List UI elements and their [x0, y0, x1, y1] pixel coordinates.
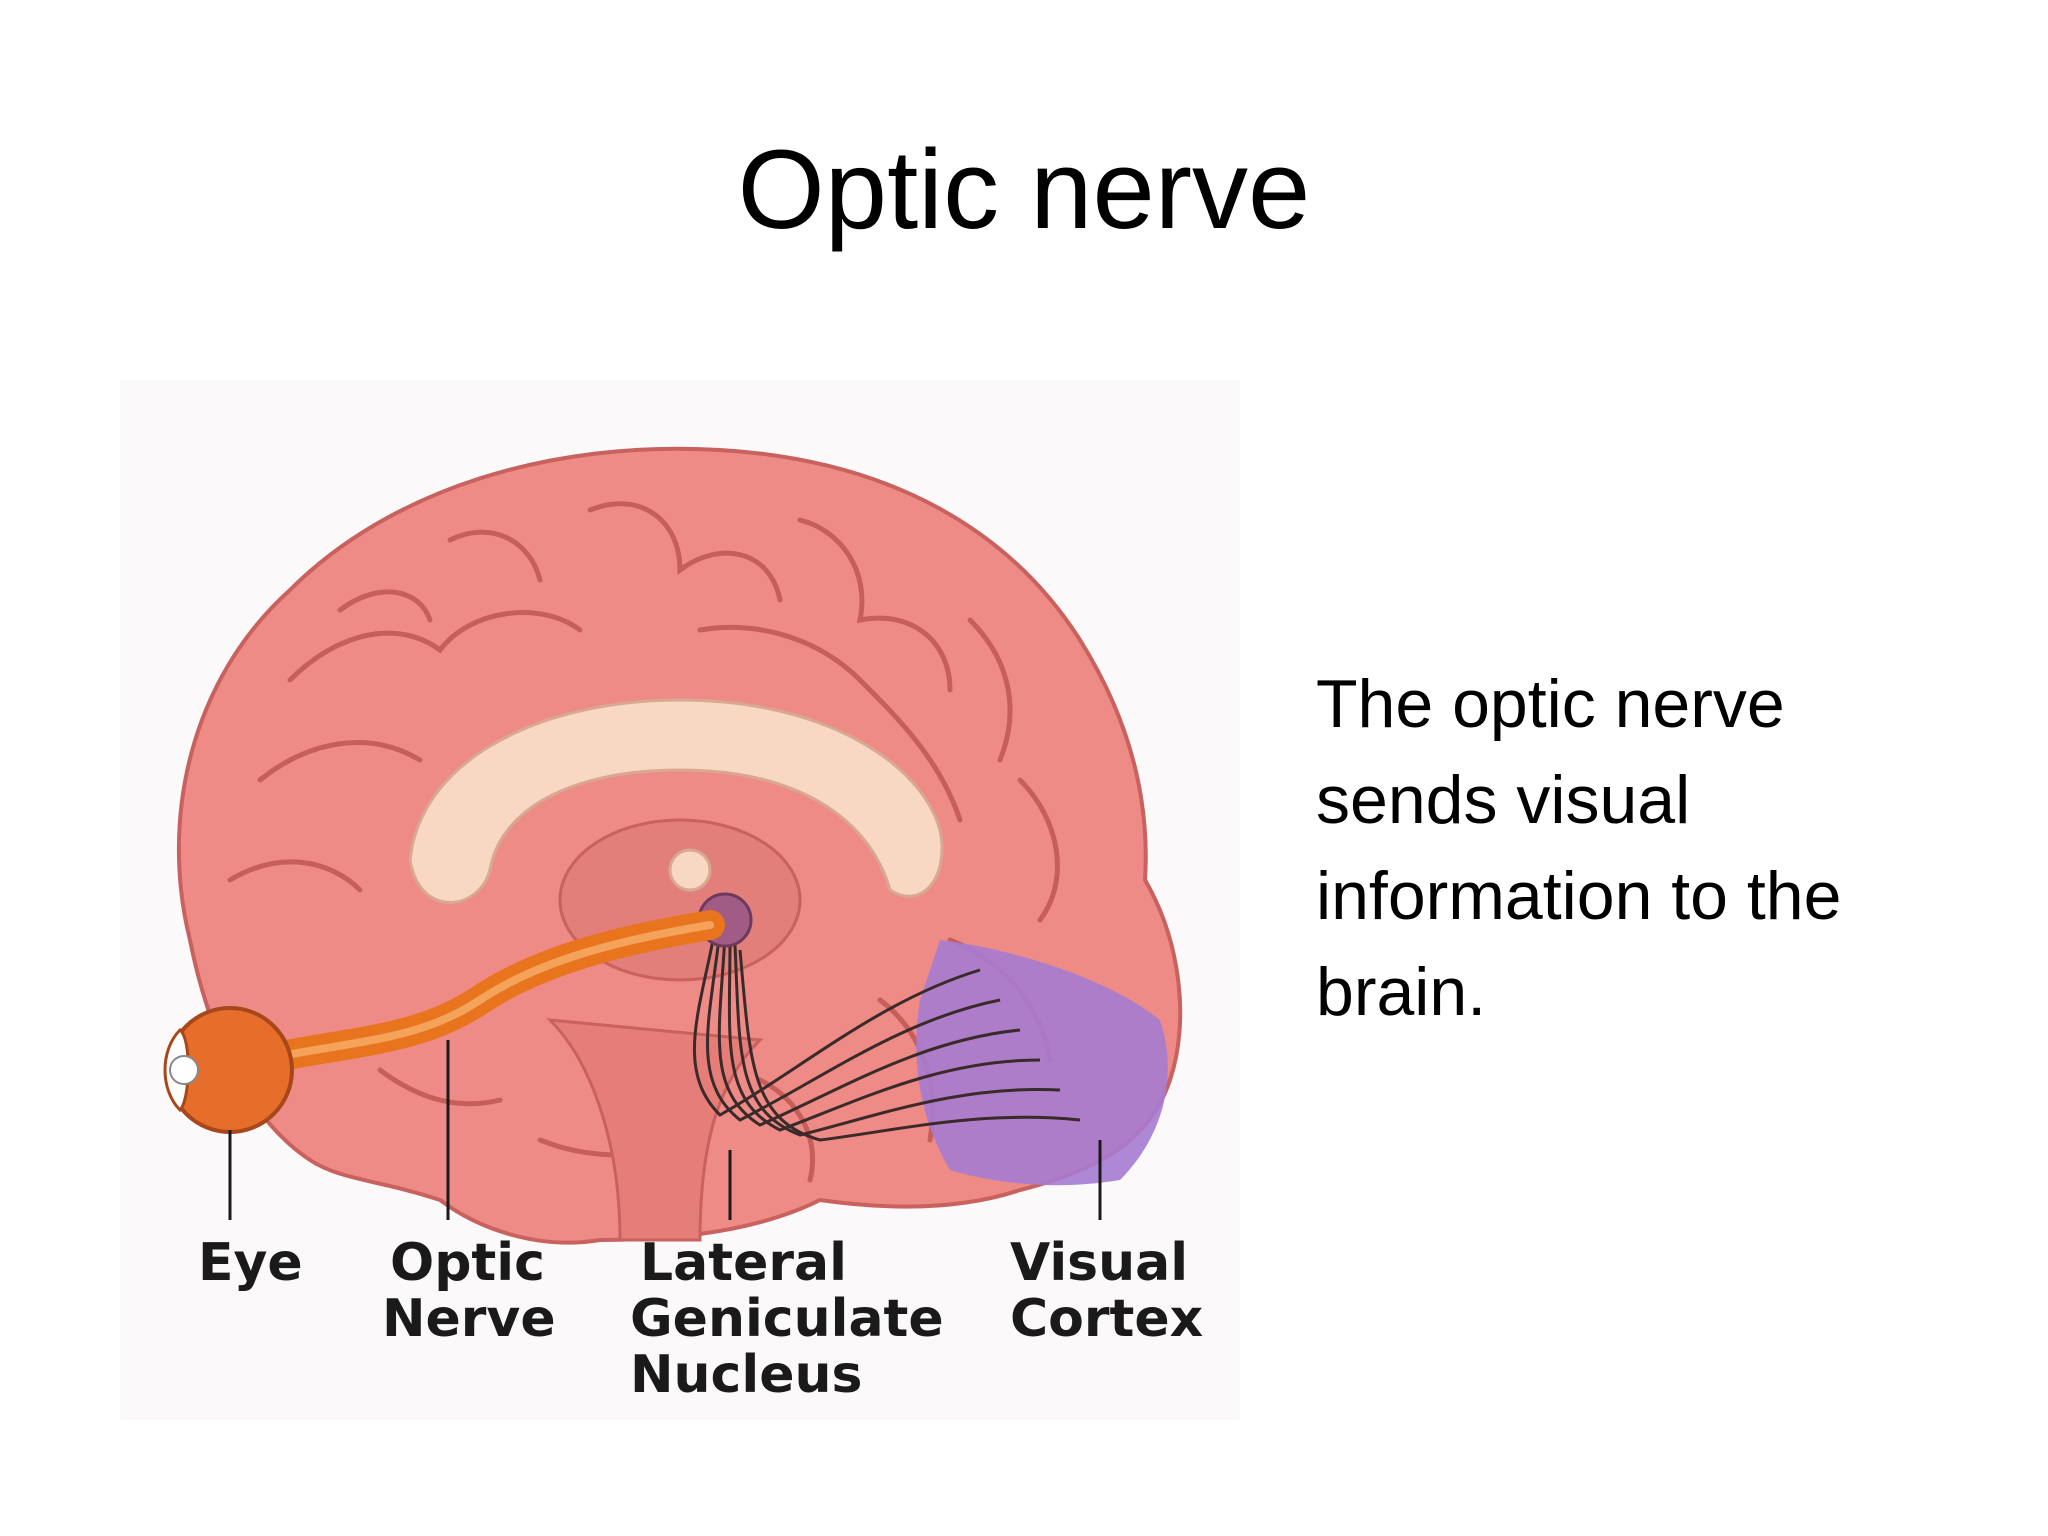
label-eye: Eye	[198, 1233, 303, 1293]
brain-diagram: Eye Optic Nerve Lateral Geniculate Nucle…	[120, 380, 1240, 1420]
leader-lines	[228, 1040, 1102, 1220]
slide-body-text: The optic nerve sends visual information…	[1316, 666, 1842, 1030]
label-visual-cortex-line2: Cortex	[1010, 1289, 1203, 1349]
label-lgn-line1: Lateral	[640, 1233, 847, 1293]
label-optic-nerve-line1: Optic	[390, 1233, 545, 1293]
label-lgn-line3: Nucleus	[630, 1345, 862, 1405]
label-lgn-line2: Geniculate	[630, 1289, 944, 1349]
fornix-dot	[668, 848, 712, 892]
brainstem	[545, 1018, 764, 1242]
label-optic-nerve-line2: Nerve	[382, 1289, 556, 1349]
brain-diagram-svg: Eye Optic Nerve Lateral Geniculate Nucle…	[120, 380, 1240, 1420]
corpus-callosum	[408, 698, 944, 904]
optic-nerve-highlight	[256, 921, 714, 1064]
slide-title: Optic nerve	[737, 127, 1311, 252]
visual-cortex-region	[916, 940, 1168, 1186]
eye-icon	[163, 1006, 294, 1134]
optic-radiations	[692, 929, 1081, 1142]
label-visual-cortex-line1: Visual	[1010, 1233, 1188, 1293]
